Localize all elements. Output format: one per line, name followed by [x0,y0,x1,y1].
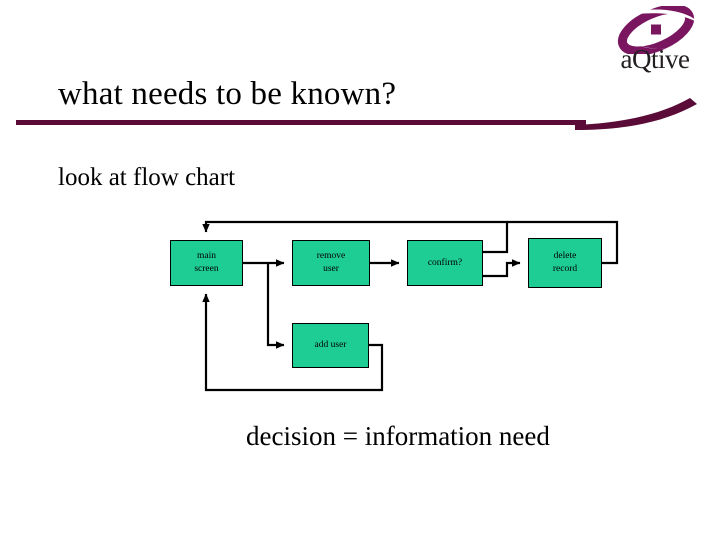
flow-node-main-screen[interactable]: main screen [170,240,243,286]
flow-node-label-line1: delete [553,251,577,261]
brand-logo: aQtive [596,6,714,86]
flow-node-label-line1: add user [314,340,347,350]
flow-node-add-user[interactable]: add user [292,323,369,368]
flow-node-delete-record[interactable]: delete record [528,238,602,288]
brand-wordmark: aQtive [620,44,690,74]
flow-node-confirm[interactable]: confirm? [407,240,483,286]
subtitle-text: look at flow chart [58,164,236,191]
edge-add-to-main [202,293,384,392]
conclusion-text: decision = information need [246,421,550,451]
flow-node-remove-user[interactable]: remove user [292,240,370,286]
flow-node-label-line1: confirm? [427,257,463,268]
edge-confirm-to-delete [483,259,521,278]
flow-node-label-line1: main [196,251,216,261]
flow-node-label-line2: user [323,264,339,274]
page-title: what needs to be known? [58,76,397,112]
edge-delete-to-main [507,220,619,265]
flow-node-label-line2: record [552,264,578,274]
aqtive-swirl-icon [617,6,700,54]
title-divider-rule [16,98,697,130]
flow-node-label-line2: screen [194,264,219,274]
flow-node-label-line1: remove [316,251,346,261]
edge-main-to-add [266,263,285,349]
